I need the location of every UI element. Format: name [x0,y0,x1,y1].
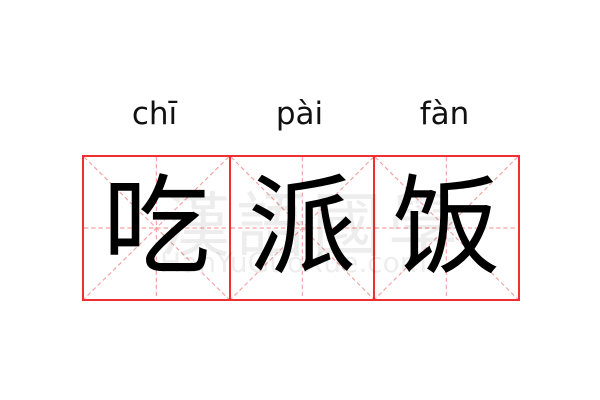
pinyin-chi: chī [131,96,178,132]
guide-lines [84,157,229,299]
guide-lines [375,157,518,299]
guide-lines [230,157,374,299]
character-cell: 饭 [373,157,518,299]
pinyin-fan: fàn [419,96,470,132]
character-fan: 饭 [392,165,501,290]
character-chi: 吃 [102,165,211,290]
character-cell: 派 [228,157,374,299]
character-grid: 吃 派 饭 [82,155,520,301]
pinyin-pai: pài [275,96,324,132]
character-cell: 吃 [84,157,229,299]
character-pai: 派 [247,165,356,290]
